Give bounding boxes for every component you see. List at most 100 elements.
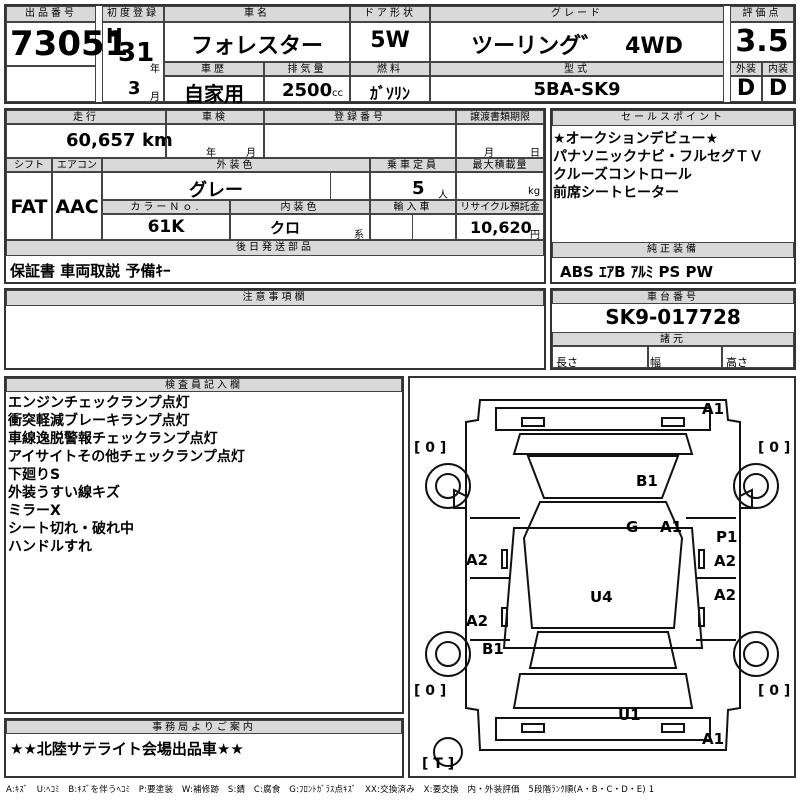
displacement-unit: cc — [332, 88, 343, 99]
door-type-cell — [350, 22, 430, 62]
fuel-header: 燃料 — [350, 62, 430, 76]
hood — [512, 433, 694, 455]
exterior-grade: D — [736, 76, 756, 101]
exterior-color: グレー — [189, 180, 243, 201]
registration-number-cell — [264, 124, 456, 158]
tire-rear-right-label: [ 0 ] — [758, 683, 791, 699]
spec-width-label: 幅 — [650, 356, 661, 369]
office-notice-section — [4, 718, 404, 778]
damage-mark: A1 — [702, 730, 725, 748]
damage-mark: U4 — [590, 588, 613, 606]
damage-mark: A1 — [660, 518, 683, 536]
interior-color-unit: 系 — [354, 230, 364, 241]
mileage-header: 走行 — [6, 110, 166, 124]
exterior-color-divider — [330, 172, 331, 200]
roof — [522, 501, 684, 629]
rear-gate — [512, 673, 694, 709]
damage-mark: A2 — [714, 552, 737, 570]
damage-mark: P1 — [716, 528, 738, 546]
grade: ツーリング゛ 4WD — [471, 34, 683, 59]
inspection-cell — [166, 124, 264, 158]
interior-color-cell — [230, 214, 370, 240]
lot-number-cell — [6, 22, 96, 66]
genuine-equipment: ABS ｴｱB ｱﾙﾐ PS PW — [560, 263, 714, 281]
front-bumper — [495, 407, 711, 431]
month-unit: 月 — [150, 92, 160, 103]
recycle-fee-cell — [456, 214, 544, 240]
registration-month: 3 — [128, 78, 141, 99]
import-header: 輸入車 — [370, 200, 456, 214]
registration-year: 31 — [118, 38, 155, 68]
car-name-header: 車名 — [164, 6, 350, 22]
car-name-cell — [164, 22, 350, 62]
grade-header: グレード — [430, 6, 724, 22]
first-registration-header: 初度登録 — [102, 6, 164, 22]
sales-point: 前席シートヒーター — [553, 185, 679, 201]
interior-color-header: 内装色 — [230, 200, 370, 214]
inspector-note: 車線逸脱警報チェックランプ点灯 — [8, 431, 218, 447]
color-number-cell — [102, 214, 230, 240]
spec-length-label: 長さ — [556, 356, 578, 369]
spare-tire — [433, 737, 463, 767]
interior-grade-cell — [762, 76, 794, 102]
model-code-header: 型式 — [430, 62, 724, 76]
sales-points-section — [550, 108, 796, 284]
damage-mark: B1 — [636, 472, 658, 490]
color-number-header: カラーＮｏ. — [102, 200, 230, 214]
damage-mark: A1 — [702, 400, 725, 418]
year-unit: 年 — [150, 64, 160, 75]
top-section — [4, 4, 796, 104]
grade-cell — [430, 22, 724, 62]
score-cell — [730, 22, 794, 62]
capacity-header: 乗車定員 — [370, 158, 456, 172]
sales-points-list: ★オークションデビュー★ パナソニックナビ・フルセグＴＶ クルーズコントロール … — [553, 130, 763, 202]
model-code: 5BA-SK9 — [533, 79, 621, 100]
history: 自家用 — [184, 82, 244, 106]
tire-front-left — [425, 463, 471, 509]
rear-bumper — [495, 717, 711, 741]
max-load-unit: kg — [528, 186, 541, 197]
tire-front-left-label: [ 0 ] — [414, 440, 447, 456]
fuel: ｶﾞｿﾘﾝ — [369, 84, 410, 103]
car-diagram — [425, 399, 779, 767]
inspector-note: アイサイトその他チェックランプ点灯 — [8, 449, 245, 465]
lot-number-header: 出品番号 — [6, 6, 96, 22]
damage-mark: B1 — [482, 640, 504, 658]
history-header: 車歴 — [164, 62, 264, 76]
chassis-number-header: 車台番号 — [552, 290, 794, 304]
max-load-cell — [456, 172, 544, 200]
tire-front-right-label: [ 0 ] — [758, 440, 791, 456]
score-header: 評価点 — [730, 6, 794, 22]
import-cell — [370, 214, 456, 240]
exterior-color-cell — [102, 172, 370, 200]
history-cell — [164, 76, 264, 102]
inspection-header: 車検 — [166, 110, 264, 124]
exterior-grade-header: 外装 — [730, 62, 762, 76]
first-registration-cell — [102, 22, 164, 102]
chassis-section — [550, 288, 796, 370]
spec-width-cell — [648, 346, 722, 368]
spec-height-label: 高さ — [726, 356, 748, 369]
windshield — [526, 455, 680, 499]
capacity-unit: 人 — [438, 190, 448, 201]
transfer-deadline-cell — [456, 124, 544, 158]
transfer-deadline-header: 譲渡書類期限 — [456, 110, 544, 124]
inspector-note: ミラーX — [8, 503, 61, 519]
damage-mark: G — [626, 518, 639, 536]
chassis-number: SK9-017728 — [605, 305, 741, 329]
damage-mark: U1 — [618, 706, 641, 724]
era-code: H — [106, 24, 123, 48]
inspector-section — [4, 376, 404, 714]
recycle-fee: 10,620 — [470, 218, 532, 237]
specs-header: 諸元 — [552, 332, 794, 346]
later-parts-header: 後日発送部品 — [6, 240, 544, 256]
color-number: 61K — [147, 217, 185, 237]
tire-rear-right — [733, 631, 779, 677]
genuine-equipment-header: 純正装備 — [552, 242, 794, 258]
car-name: フォレスター — [190, 34, 323, 59]
damage-mark: A2 — [466, 551, 489, 569]
shift-header: シフト — [6, 158, 52, 172]
fuel-cell — [350, 76, 430, 102]
score: 3.5 — [735, 24, 789, 59]
damage-legend: A:ｷｽﾞ U:ﾍｺﾐ B:ｷｽﾞを伴うﾍｺﾐ P:要塗装 W:補修跡 S:錆 … — [6, 785, 655, 795]
